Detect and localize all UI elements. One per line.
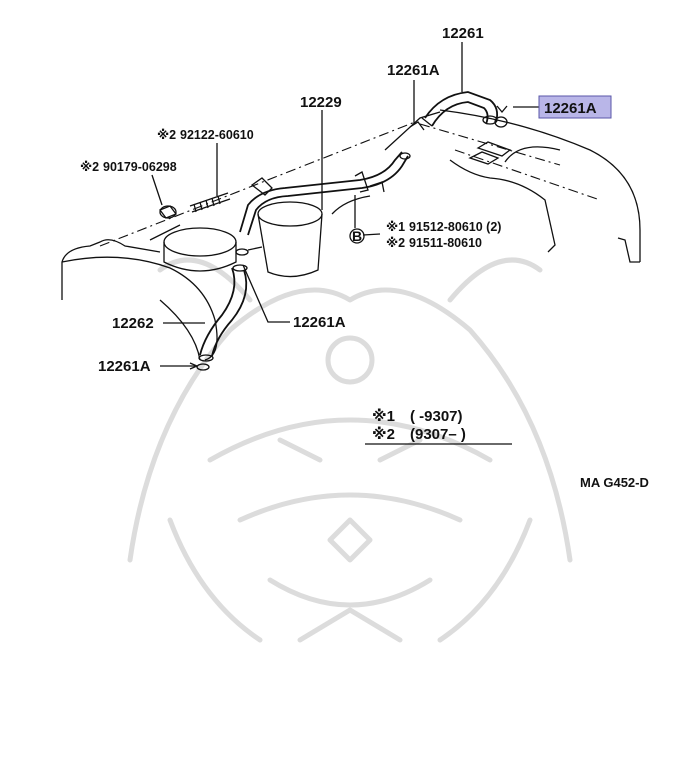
bolt-90179 (158, 205, 178, 219)
mark-screw-91512: ※1 (386, 220, 405, 234)
label-12261a-mid[interactable]: 12261A (293, 314, 346, 331)
mark-bolt-90179: ※2 (80, 160, 99, 174)
leader-lines (151, 42, 539, 370)
label-12229[interactable]: 12229 (300, 94, 342, 111)
mark-screw-91511: ※2 (386, 236, 405, 250)
label-12261a-highlighted[interactable]: 12261A (544, 100, 597, 117)
label-91511-80610[interactable]: 91511-80610 (409, 236, 482, 250)
legend-range-2: (9307– ) (410, 426, 466, 443)
clamps (196, 121, 425, 371)
label-12261a-bottom[interactable]: 12261A (98, 358, 151, 375)
label-91512-80610[interactable]: 91512-80610 (2) (409, 220, 501, 234)
label-90179-06298[interactable]: 90179-06298 (103, 160, 177, 174)
bolt-92122 (189, 192, 231, 213)
label-12262[interactable]: 12262 (112, 315, 154, 332)
label-12261[interactable]: 12261 (442, 25, 484, 42)
callout-b-letter: B (352, 228, 362, 244)
label-12261a-top[interactable]: 12261A (387, 62, 440, 79)
label-92122-60610[interactable]: 92122-60610 (180, 128, 254, 142)
legend-range-1: ( -9307) (410, 408, 463, 425)
highlight-12261a[interactable]: 12261A (538, 95, 612, 119)
legend-mark-2: ※2 (372, 425, 395, 443)
filler-neck (163, 201, 323, 278)
diagram-code: MA G452-D (580, 475, 649, 490)
legend-mark-1: ※1 (372, 407, 395, 425)
hose-12229 (239, 151, 411, 236)
legend: ※1 ( -9307) ※2 (9307– ) (365, 407, 512, 445)
hose-12261 (421, 91, 508, 128)
hose-12262 (198, 264, 248, 362)
callout-b: B (349, 228, 365, 244)
engine-outline (61, 109, 641, 361)
mark-bolt-92122: ※2 (157, 128, 176, 142)
watermark-samurai (127, 257, 573, 643)
